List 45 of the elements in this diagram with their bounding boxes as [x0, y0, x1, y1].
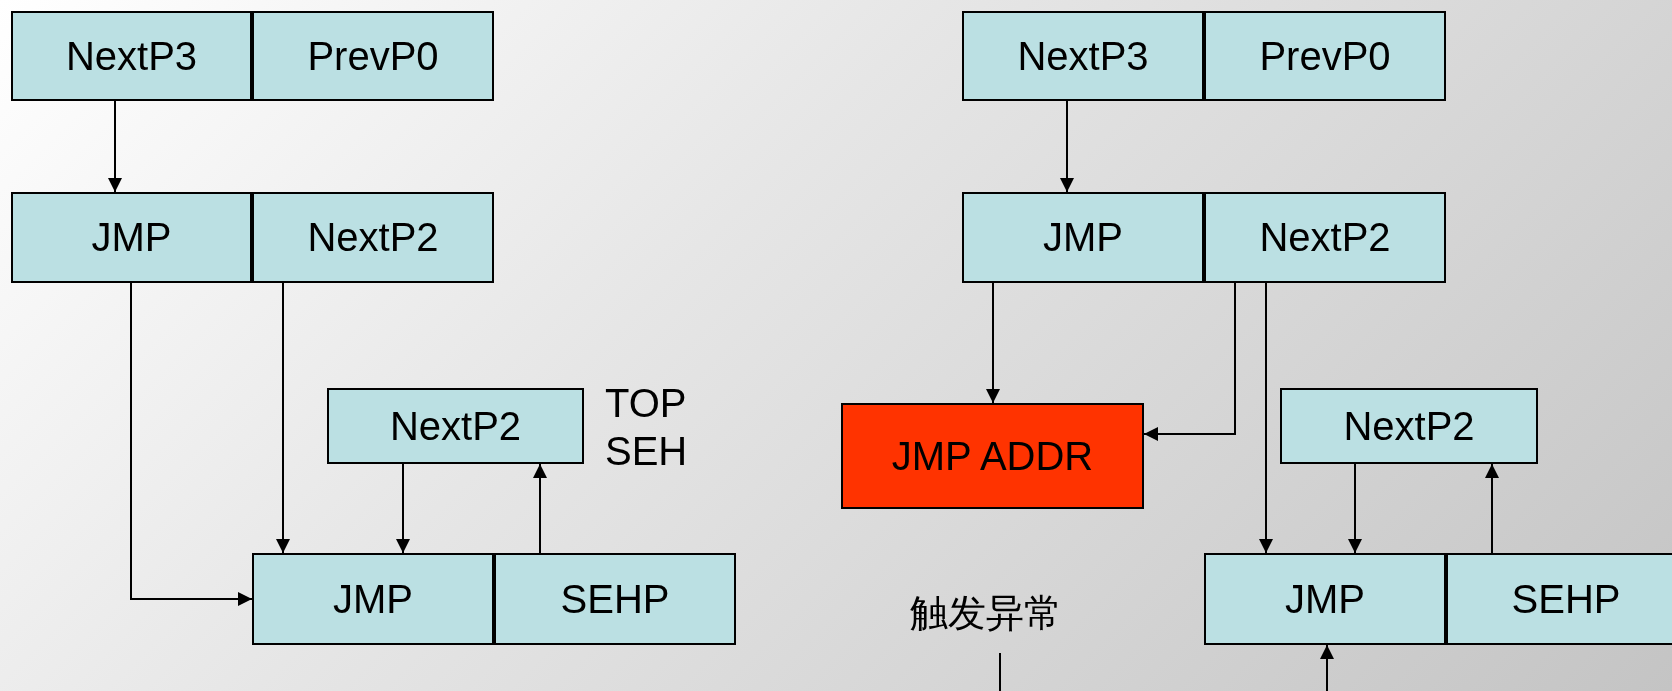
arrow [276, 282, 290, 554]
cell-label: PrevP0 [1259, 33, 1391, 79]
arrow [1348, 463, 1362, 554]
stack-cell [1204, 553, 1446, 645]
stack-cell [1204, 11, 1446, 101]
cell-label: NextP3 [1017, 33, 1149, 79]
stack-cell [494, 553, 736, 645]
arrow [1060, 100, 1074, 193]
cell-label: JMP [1285, 576, 1365, 622]
cell-label: NextP2 [307, 215, 439, 260]
stack-cell [11, 11, 252, 101]
stack-cell [252, 192, 494, 283]
arrow [396, 463, 410, 554]
cell-label: PrevP0 [307, 33, 439, 79]
cell-label: NextP2 [1343, 403, 1475, 449]
cell-label: JMP [91, 215, 172, 260]
stack-cell [962, 11, 1204, 101]
stack-cell [252, 11, 494, 101]
stack-cell [962, 192, 1204, 283]
cell-label: JMP [1043, 215, 1123, 260]
arrow [986, 282, 1000, 404]
cell-label: NextP2 [389, 403, 522, 449]
highlight-box [841, 403, 1144, 509]
cell-label: JMP [333, 576, 413, 622]
cell-label: SEHP [560, 576, 670, 622]
arrow [130, 282, 253, 606]
stack-cell [1204, 192, 1446, 283]
cell-label: NextP3 [65, 33, 198, 79]
arrow [1143, 282, 1236, 441]
stack-cell [11, 192, 252, 283]
arrow [533, 463, 547, 554]
stack-cell [1280, 388, 1538, 464]
arrow [1259, 282, 1273, 554]
side-note: TOP SEH [605, 380, 689, 475]
stack-cell [327, 388, 584, 464]
stack-cell [1446, 553, 1672, 645]
stack-cell [252, 553, 494, 645]
arrow [1320, 644, 1334, 691]
cell-label: NextP2 [1259, 215, 1391, 260]
cell-label: SEHP [1511, 576, 1621, 622]
arrow [1485, 463, 1499, 554]
event-label: 触发异常 [886, 584, 1086, 642]
cell-label: JMP ADDR [891, 433, 1094, 479]
connector-line [999, 652, 1001, 691]
arrow [108, 100, 122, 193]
